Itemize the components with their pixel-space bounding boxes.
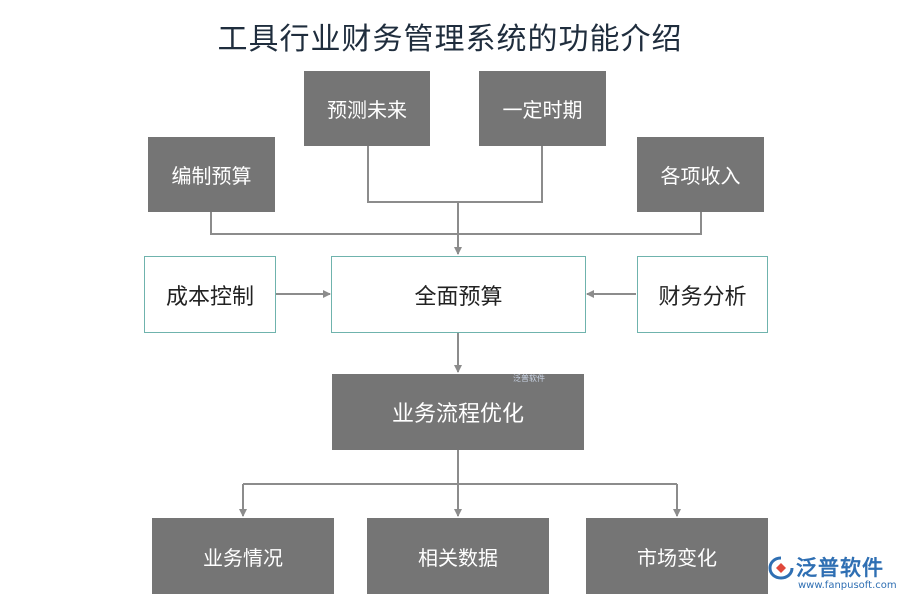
- fanpu-logo-icon: [768, 556, 794, 580]
- node-forecast: 预测未来: [304, 71, 430, 146]
- node-market-change: 市场变化: [586, 518, 768, 594]
- watermark-text: 泛普软件: [513, 374, 545, 383]
- node-related-data: 相关数据: [367, 518, 549, 594]
- node-cost-control: 成本控制: [144, 256, 276, 333]
- connector-budget-prep: [210, 212, 458, 235]
- brand-logo: 泛普软件 www.fanpusoft.com: [768, 552, 897, 596]
- node-period: 一定时期: [479, 71, 606, 146]
- node-process-optimization: 业务流程优化: [332, 374, 584, 450]
- connector-forecast: [367, 146, 458, 203]
- diagram-title: 工具行业财务管理系统的功能介绍: [217, 22, 683, 57]
- node-full-budget: 全面预算: [331, 256, 586, 333]
- node-financial-analysis: 财务分析: [637, 256, 768, 333]
- node-business-status: 业务情况: [152, 518, 334, 594]
- logo-url: www.fanpusoft.com: [798, 580, 897, 591]
- connector-income: [458, 212, 702, 235]
- node-income: 各项收入: [637, 137, 764, 212]
- logo-name: 泛普软件: [796, 556, 884, 580]
- node-budget-prep: 编制预算: [148, 137, 275, 212]
- connector-period: [458, 146, 543, 203]
